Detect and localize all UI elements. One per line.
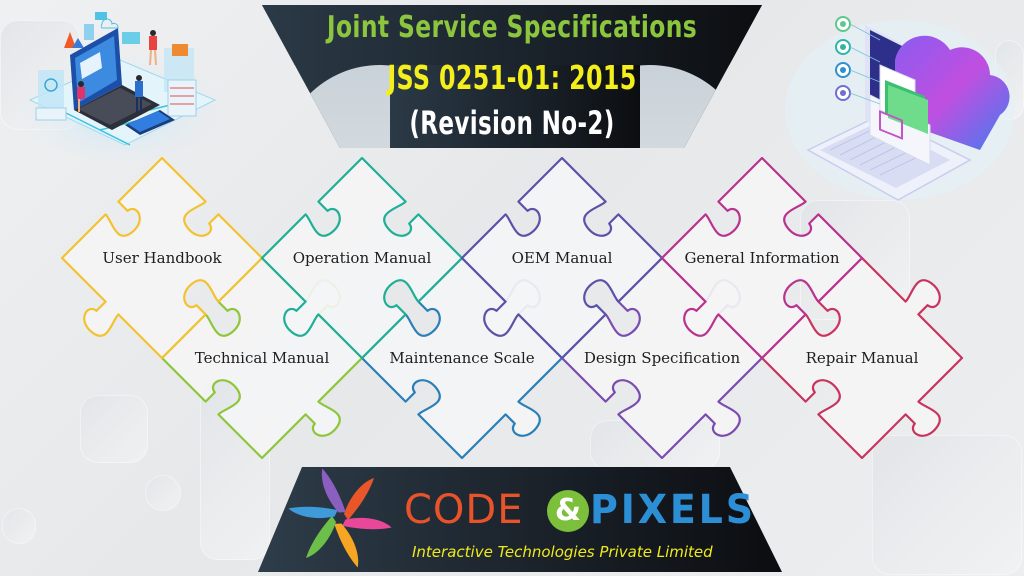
puzzle-group — [60, 156, 964, 460]
bg-square — [80, 395, 148, 463]
bg-square — [2, 508, 36, 544]
pinwheel-logo-icon — [288, 468, 392, 568]
bg-square — [872, 435, 1022, 575]
brand-tagline: Interactive Technologies Private Limited — [412, 543, 713, 561]
header-revision: (Revision No-2) — [409, 104, 615, 142]
brand-pixels-text: PIXELS — [590, 487, 756, 533]
puzzle-piece-operation-manual[interactable]: Operation Manual — [292, 249, 432, 267]
brand-ampersand-badge: & — [547, 490, 589, 532]
pinwheel-petal — [321, 468, 346, 513]
puzzle-piece-maintenance-scale[interactable]: Maintenance Scale — [389, 349, 535, 367]
header-title: Joint Service Specifications — [326, 10, 698, 45]
network-laptop-illustration — [10, 12, 230, 160]
pinwheel-petal — [344, 478, 374, 520]
pinwheel-petal — [288, 506, 338, 519]
puzzle-piece-outline — [760, 256, 964, 460]
puzzle-piece-repair-manual[interactable]: Repair Manual — [805, 349, 919, 367]
pinwheel-petal — [342, 517, 392, 530]
header-banner — [262, 5, 762, 148]
puzzle-piece-general-information[interactable]: General Information — [684, 249, 840, 267]
pinwheel-petal — [334, 523, 359, 568]
pinwheel-petal — [306, 516, 336, 558]
puzzle-piece-outline — [60, 156, 264, 360]
puzzle-piece-outline — [460, 156, 664, 360]
puzzle-piece-oem-manual[interactable]: OEM Manual — [511, 249, 613, 267]
puzzle-piece-design-specification[interactable]: Design Specification — [583, 349, 741, 367]
puzzle-piece-outline — [660, 156, 864, 360]
header-subtitle: JSS 0251-01: 2015 — [387, 58, 637, 97]
puzzle-piece-technical-manual[interactable]: Technical Manual — [194, 349, 330, 367]
puzzle-piece-outline — [260, 156, 464, 360]
cloud-storage-illustration — [785, 16, 1015, 201]
footer-banner — [258, 467, 782, 572]
bg-square — [145, 475, 181, 511]
puzzle-piece-user-handbook[interactable]: User Handbook — [102, 249, 222, 267]
brand-code-text: CODE — [404, 487, 524, 533]
